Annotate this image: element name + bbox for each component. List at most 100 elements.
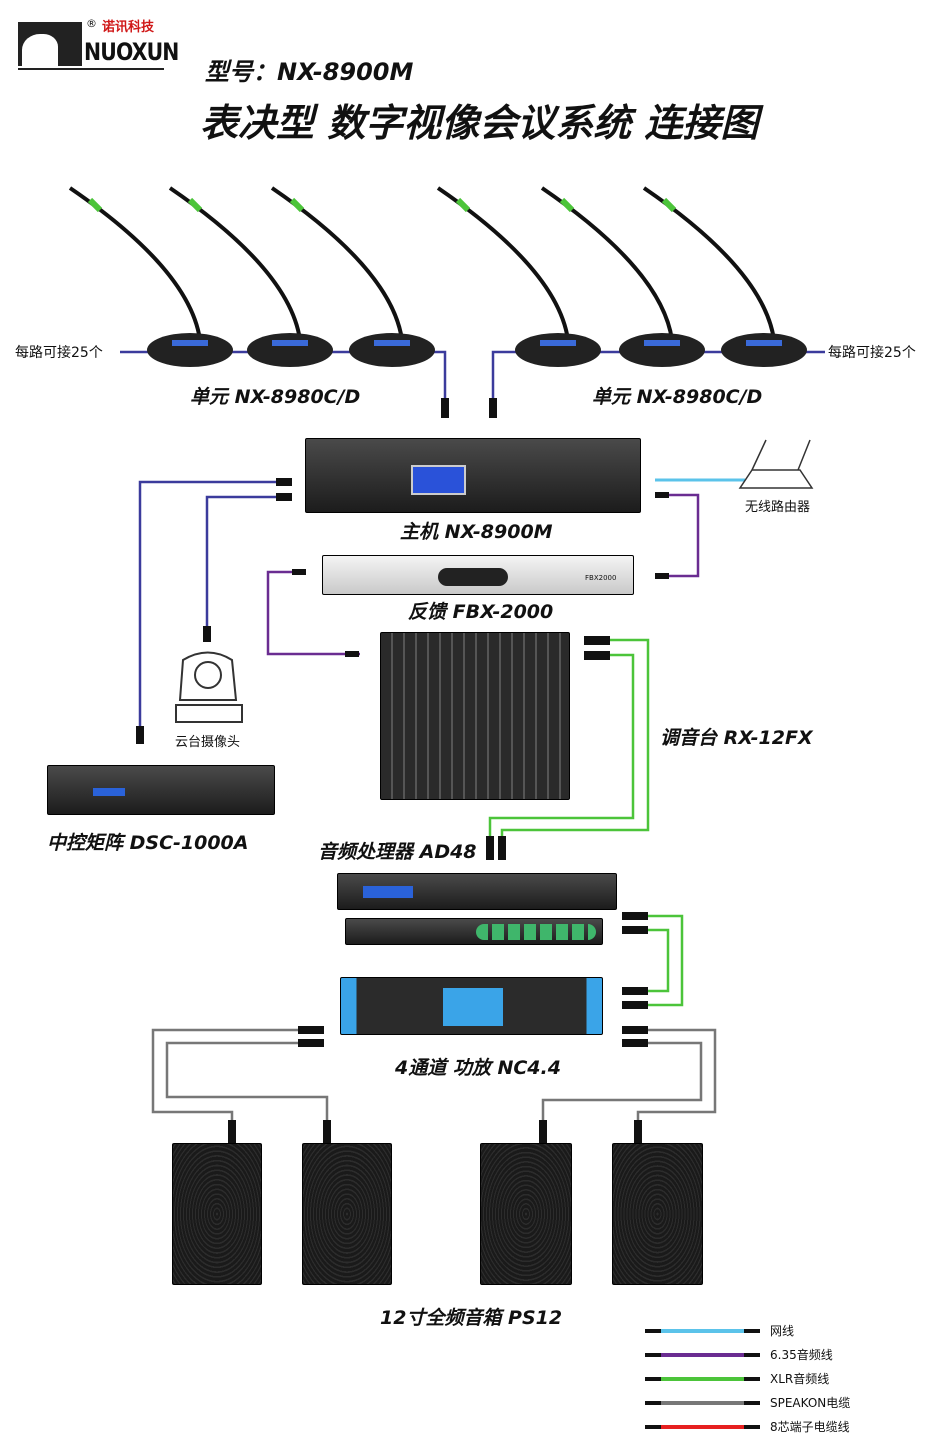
amplifier-unit [340, 977, 603, 1035]
microphone-icon [168, 186, 333, 367]
legend-item: 网线 [645, 1322, 794, 1339]
camera-icon [175, 651, 243, 723]
processor-display [363, 886, 413, 898]
connector [298, 1026, 324, 1034]
connector [323, 1120, 331, 1144]
speakon-left-b [165, 1041, 329, 1125]
cable-mixer-ad48-a [500, 638, 650, 840]
matrix-display [93, 788, 125, 796]
speakon-right-a [636, 1028, 717, 1125]
matrix-unit [47, 765, 275, 815]
cable-ad48-amp-b [645, 928, 670, 993]
microphone-icon [436, 186, 601, 367]
connector [622, 1001, 648, 1009]
microphone-units [68, 186, 807, 367]
connector [622, 912, 648, 920]
fbx-display [438, 568, 508, 586]
cable-host-matrix [138, 480, 290, 728]
cable-mixer-ad48-b [488, 653, 635, 840]
router-icon [738, 439, 814, 489]
mic-note-right: 每路可接25个 [828, 345, 916, 361]
connector [584, 636, 610, 645]
legend-label: 6.35音频线 [770, 1348, 833, 1362]
host-display [411, 465, 466, 495]
cable-swatch-icon [645, 1424, 760, 1429]
connector [634, 1120, 642, 1144]
microphone-icon [642, 186, 807, 367]
microphone-icon [540, 186, 705, 367]
feedback-label: 反馈 FBX-2000 [408, 601, 554, 623]
legend-label: XLR音频线 [770, 1372, 830, 1386]
mic-label-left: 单元 NX-8980C/D [190, 386, 361, 408]
logo: ® 诺讯科技 NUOXUN [18, 17, 179, 72]
amplifier-label: 4通道 功放 NC4.4 [395, 1057, 561, 1079]
registered-mark: ® [86, 17, 97, 30]
amplifier-panel [443, 988, 503, 1026]
processor-outputs [476, 924, 596, 940]
connector [622, 926, 648, 934]
speakers-label: 12寸全频音箱 PS12 [380, 1307, 563, 1329]
camera-label: 云台摄像头 [175, 735, 241, 750]
matrix-label: 中控矩阵 DSC-1000A [47, 832, 249, 854]
host-unit [305, 438, 641, 513]
legend-item: 8芯端子电缆线 [645, 1418, 850, 1435]
speaker [480, 1143, 572, 1285]
connector [539, 1120, 547, 1144]
legend-item: 6.35音频线 [645, 1346, 833, 1363]
cable-swatch-icon [645, 1328, 760, 1333]
feedback-unit: FBX2000 [322, 555, 634, 595]
cable-swatch-icon [645, 1376, 760, 1381]
connector [622, 1039, 648, 1047]
mixer-label: 调音台 RX-12FX [660, 727, 813, 749]
speaker [612, 1143, 703, 1285]
page-title: 表决型 数字视像会议系统 连接图 [200, 101, 759, 145]
speakon-right-b [541, 1041, 703, 1125]
connector [136, 726, 144, 744]
microphone-icon [270, 186, 435, 367]
router-label: 无线路由器 [745, 500, 811, 515]
cable-swatch-icon [645, 1400, 760, 1405]
connector [584, 651, 610, 660]
legend-item: SPEAKON电缆 [645, 1394, 850, 1411]
cable-host-fbx [655, 493, 700, 578]
mic-label-right: 单元 NX-8980C/D [592, 386, 763, 408]
connector [655, 573, 669, 579]
logo-brand-en: NUOXUN [84, 38, 179, 66]
host-label: 主机 NX-8900M [400, 521, 553, 543]
cable-fbx-mixer [266, 570, 360, 656]
microphone-icon [68, 186, 233, 367]
cable-ad48-amp-a [645, 914, 684, 1007]
connector [498, 836, 506, 860]
legend-label: 网线 [770, 1324, 795, 1338]
connector [655, 492, 669, 498]
legend-item: XLR音频线 [645, 1370, 829, 1387]
cable-host-camera [205, 495, 290, 628]
connector [276, 493, 292, 501]
fbx-badge: FBX2000 [585, 574, 617, 582]
model-heading: 型号：NX-8900M [205, 58, 414, 86]
connector [298, 1039, 324, 1047]
processor-rear [345, 918, 603, 945]
mic-note-left: 每路可接25个 [15, 345, 103, 361]
logo-silhouette [22, 34, 58, 66]
connector [228, 1120, 236, 1144]
connector [622, 1026, 648, 1034]
connector [441, 398, 449, 418]
mixer-unit [380, 632, 570, 800]
connector [622, 987, 648, 995]
legend-label: 8芯端子电缆线 [770, 1420, 850, 1434]
cable-swatch-icon [645, 1352, 760, 1357]
connector [203, 626, 211, 642]
connector [486, 836, 494, 860]
logo-brand-cn: 诺讯科技 [102, 20, 155, 35]
logo-underline [18, 68, 164, 70]
legend-label: SPEAKON电缆 [770, 1396, 851, 1410]
speakon-left-a [151, 1028, 300, 1125]
speaker [302, 1143, 392, 1285]
connector [489, 398, 497, 418]
connector [276, 478, 292, 486]
mic-chain-right [491, 350, 825, 400]
speaker [172, 1143, 262, 1285]
connector [292, 569, 306, 575]
